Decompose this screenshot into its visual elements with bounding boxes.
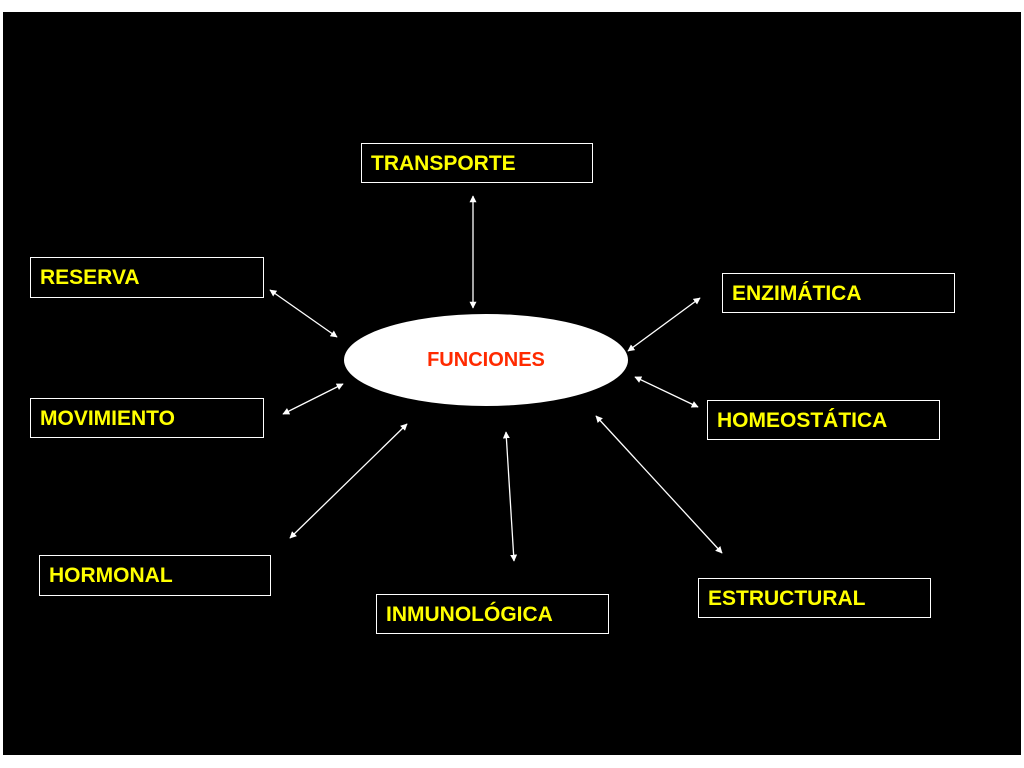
center-label: FUNCIONES bbox=[427, 348, 545, 371]
function-box-hormonal: HORMONAL bbox=[39, 555, 271, 596]
arrow-reserva bbox=[269, 289, 338, 338]
arrow-enzimatica bbox=[627, 297, 701, 352]
function-box-transporte: TRANSPORTE bbox=[361, 143, 593, 183]
center-ellipse: FUNCIONES bbox=[344, 314, 628, 406]
arrow-hormonal bbox=[289, 423, 408, 539]
function-box-estructural: ESTRUCTURAL bbox=[698, 578, 931, 618]
arrow-inmunologica bbox=[502, 431, 518, 562]
function-box-enzimatica: ENZIMÁTICA bbox=[722, 273, 955, 313]
arrow-movimiento bbox=[282, 383, 344, 415]
arrow-homeostatica bbox=[634, 376, 699, 408]
function-box-reserva: RESERVA bbox=[30, 257, 264, 298]
function-box-movimiento: MOVIMIENTO bbox=[30, 398, 264, 438]
arrow-estructural bbox=[595, 415, 723, 554]
function-box-inmunologica: INMUNOLÓGICA bbox=[376, 594, 609, 634]
function-box-homeostatica: HOMEOSTÁTICA bbox=[707, 400, 940, 440]
